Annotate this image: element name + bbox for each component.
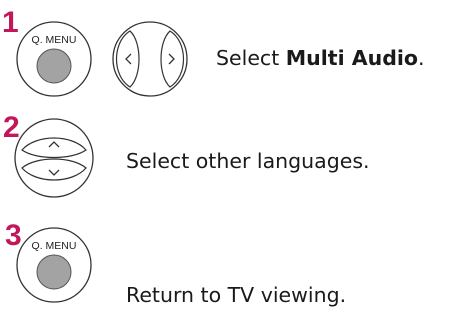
chevron-left-icon: [125, 53, 132, 65]
up-arrow-key: [21, 137, 87, 159]
q-menu-label: Q. MENU: [32, 34, 77, 46]
q-menu-button[interactable]: Q. MENU: [12, 222, 112, 322]
button-center: [36, 48, 72, 84]
step-3-instruction: Return to TV viewing.: [126, 283, 347, 307]
step-number: 3: [5, 219, 22, 252]
step-2-instruction: Select other languages.: [126, 149, 370, 173]
q-menu-label: Q. MENU: [32, 240, 77, 252]
step-1-instruction: Select Multi Audio.: [216, 46, 425, 70]
chevron-down-icon: [48, 169, 60, 176]
button-center: [36, 254, 72, 290]
up-down-nav-button[interactable]: [12, 116, 112, 216]
chevron-up-icon: [48, 141, 60, 148]
left-right-nav-button[interactable]: [102, 14, 212, 124]
chevron-right-icon: [168, 53, 175, 65]
right-arrow-key: [160, 30, 184, 88]
down-arrow-key: [21, 158, 87, 181]
q-menu-button[interactable]: Q. MENU: [12, 14, 112, 114]
left-arrow-key: [116, 30, 140, 88]
menu-item-name: Multi Audio: [285, 46, 418, 70]
step-number: 2: [3, 111, 20, 144]
step-number: 1: [2, 6, 19, 39]
